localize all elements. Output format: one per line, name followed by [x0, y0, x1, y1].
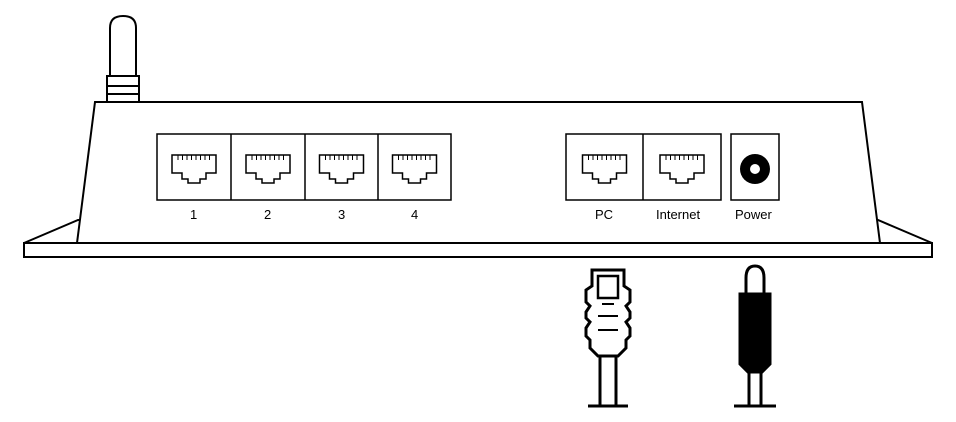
internet-port: [659, 154, 705, 184]
ethernet-cable-icon: [584, 268, 632, 408]
lan-port-1: [171, 154, 217, 184]
lan-port-label-2: 2: [264, 207, 272, 222]
pc-port-label: PC: [595, 207, 614, 222]
wan-port-group: [565, 133, 722, 201]
power-jack: [730, 133, 780, 201]
rj45-ports: [171, 154, 705, 184]
lan-port-group: [156, 133, 452, 201]
power-cable-icon: [734, 264, 776, 408]
lan-port-label-3: 3: [338, 207, 346, 222]
lan-port-label-1: 1: [190, 207, 198, 222]
lan-port-3: [318, 154, 365, 184]
power-label: Power: [735, 207, 772, 222]
internet-port-label: Internet: [656, 207, 701, 222]
lan-port-label-4: 4: [411, 207, 419, 222]
pc-port: [581, 154, 628, 184]
antenna-icon: [106, 14, 140, 103]
router-body: [75, 101, 882, 244]
lan-port-2: [245, 154, 291, 184]
lan-port-4: [391, 154, 438, 184]
